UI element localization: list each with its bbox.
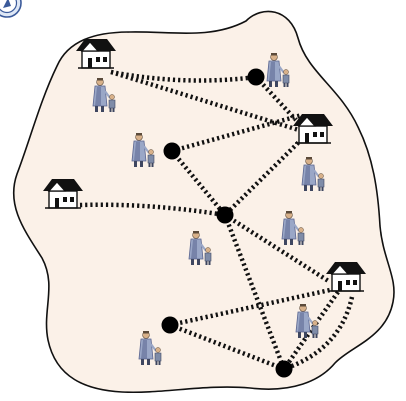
- path-house3-node3: [79, 202, 226, 218]
- path-house4-node5-straight: [282, 290, 340, 371]
- junction-nodes: [161, 68, 293, 378]
- junction-node: [275, 360, 293, 378]
- path-house4-node5-curved: [283, 296, 355, 372]
- path-node2-house2: [171, 112, 303, 154]
- house-icon: [292, 113, 334, 144]
- path-node2-node3: [170, 149, 227, 217]
- path-node3-node5: [222, 214, 287, 370]
- path-house1-node1: [110, 69, 257, 83]
- compass-icon: [0, 0, 22, 18]
- junction-node: [216, 206, 234, 224]
- path-node4-house4: [169, 287, 331, 328]
- path-node1-house2: [254, 75, 298, 122]
- house-icon: [75, 38, 117, 69]
- junction-node: [247, 68, 265, 86]
- house-icon: [42, 178, 84, 209]
- path-network: [79, 69, 355, 372]
- path-house1-house2: [110, 69, 303, 134]
- path-house2-node3: [223, 137, 304, 217]
- junction-node: [161, 316, 179, 334]
- house-icon: [325, 261, 367, 292]
- junction-node: [163, 142, 181, 160]
